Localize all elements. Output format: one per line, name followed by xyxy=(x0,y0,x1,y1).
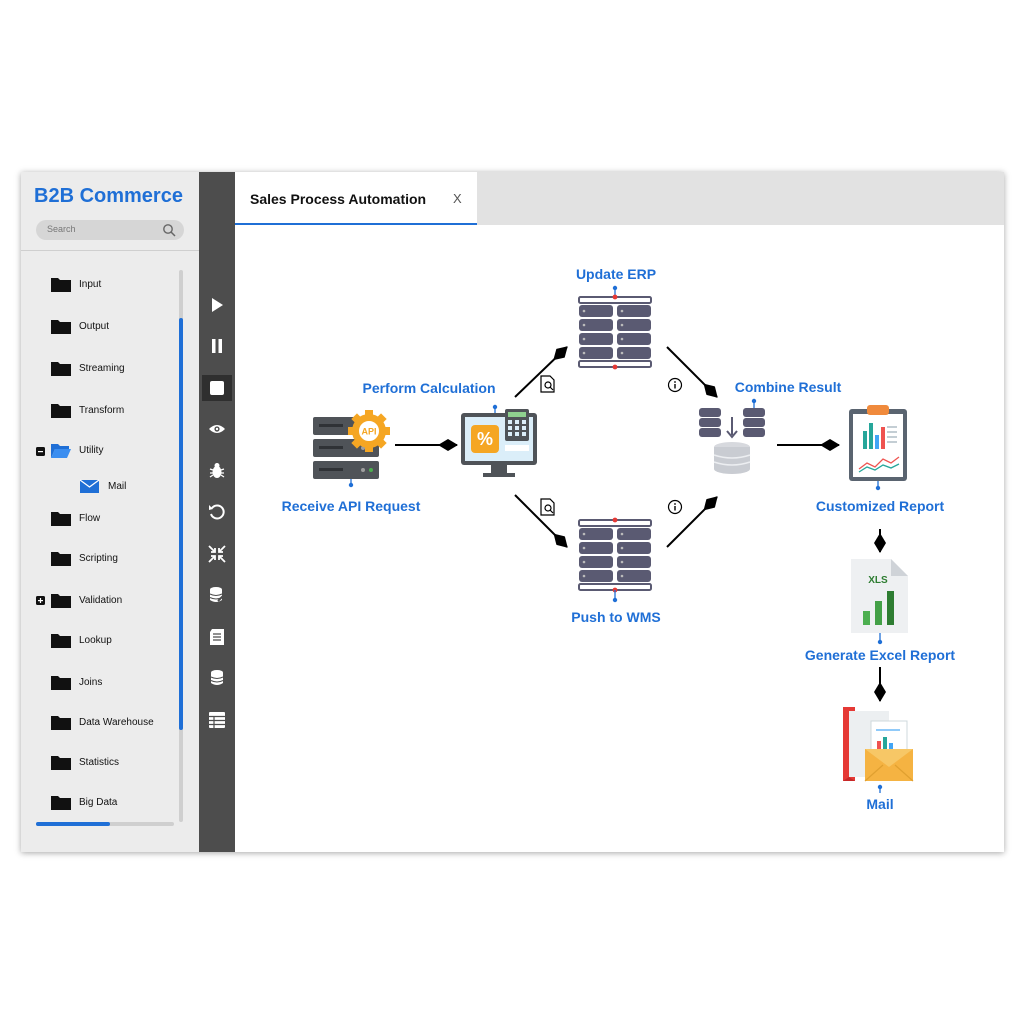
node-label-combine-result: Combine Result xyxy=(734,379,842,395)
node-label-generate-excel: Generate Excel Report xyxy=(804,647,956,663)
sidebar-item-label: Input xyxy=(79,279,102,290)
tab-bar: Sales Process Automation X xyxy=(235,172,1004,225)
search-placeholder: Search xyxy=(47,224,76,234)
table-icon xyxy=(209,712,225,728)
arrow-wms-to-combine xyxy=(666,496,718,548)
api-server-icon[interactable]: API xyxy=(313,410,390,488)
node-label-push-wms: Push to WMS xyxy=(571,609,661,625)
info-icon[interactable] xyxy=(667,377,683,393)
sidebar-divider xyxy=(21,250,199,251)
tab-title: Sales Process Automation xyxy=(250,191,427,207)
sidebar-item-label: Data Warehouse xyxy=(79,717,154,728)
collapse-button[interactable] xyxy=(202,541,232,567)
calculation-icon[interactable]: % xyxy=(461,404,537,477)
svg-text:%: % xyxy=(477,429,493,449)
refresh-icon xyxy=(209,504,225,520)
sidebar-item-label: Statistics xyxy=(79,757,120,768)
folder-icon xyxy=(51,404,71,418)
document-search-icon[interactable] xyxy=(540,375,555,393)
flow-arrows xyxy=(395,346,886,702)
sidebar-item-label: Mail xyxy=(108,481,127,492)
folder-icon xyxy=(51,594,71,608)
combine-database-icon[interactable] xyxy=(699,398,765,474)
toolbar xyxy=(199,172,235,852)
stop-icon xyxy=(210,381,224,395)
pause-button[interactable] xyxy=(202,333,232,359)
folder-icon xyxy=(51,716,71,730)
folder-icon xyxy=(51,320,71,334)
folder-icon xyxy=(51,676,71,690)
erp-database-icon[interactable] xyxy=(578,285,652,370)
mail-report-icon[interactable] xyxy=(843,707,914,793)
play-icon xyxy=(212,298,223,312)
folder-icon xyxy=(51,796,71,810)
node-label-update-erp: Update ERP xyxy=(575,266,657,282)
arrow-erp-to-combine xyxy=(666,346,718,398)
sidebar-item-label: Utility xyxy=(79,445,104,456)
sidebar: B2B Commerce Search Input Output Streami… xyxy=(21,172,199,852)
search-input[interactable]: Search xyxy=(36,220,184,240)
sidebar-item-label: Scripting xyxy=(79,553,118,564)
play-button[interactable] xyxy=(202,292,232,318)
folder-icon xyxy=(51,552,71,566)
folder-icon xyxy=(51,362,71,376)
database-edit-icon xyxy=(209,587,225,602)
eye-icon xyxy=(209,425,225,433)
node-label-perform-calculation: Perform Calculation xyxy=(362,380,496,396)
open-folder-icon xyxy=(51,444,71,458)
node-label-mail: Mail xyxy=(866,796,894,812)
app-title: B2B Commerce xyxy=(34,185,183,207)
expand-toggle-icon[interactable] xyxy=(36,596,45,605)
stop-button[interactable] xyxy=(202,375,232,401)
log-icon xyxy=(210,629,224,645)
sidebar-item-label: Output xyxy=(79,321,110,332)
api-badge: API xyxy=(361,427,376,437)
folder-icon xyxy=(51,512,71,526)
debug-button[interactable] xyxy=(202,457,232,483)
refresh-button[interactable] xyxy=(202,499,232,525)
sidebar-item-label: Big Data xyxy=(79,797,118,808)
database-button[interactable] xyxy=(202,665,232,691)
database-icon xyxy=(210,670,224,685)
pause-icon xyxy=(212,339,222,353)
collapse-icon xyxy=(208,545,226,563)
bug-icon xyxy=(209,462,225,478)
tab-close-button[interactable]: X xyxy=(453,191,462,206)
document-search-icon[interactable] xyxy=(540,498,555,516)
search-icon[interactable] xyxy=(162,223,176,237)
folder-icon xyxy=(51,278,71,292)
node-label-customized-report: Customized Report xyxy=(815,498,945,514)
info-icon[interactable] xyxy=(667,499,683,515)
sidebar-item-label: Transform xyxy=(79,405,125,416)
xls-badge: XLS xyxy=(868,575,888,586)
sidebar-item-label: Flow xyxy=(79,513,101,524)
excel-file-icon[interactable]: XLS xyxy=(851,559,908,645)
workflow-canvas: API % xyxy=(235,225,1004,852)
table-button[interactable] xyxy=(202,707,232,733)
node-label-receive-api: Receive API Request xyxy=(281,498,421,514)
wms-database-icon[interactable] xyxy=(578,517,652,603)
sidebar-item-label: Validation xyxy=(79,595,123,606)
workflow-diagram: API % xyxy=(313,285,914,793)
sidebar-item-label: Joins xyxy=(79,677,103,688)
app-window: B2B Commerce Search Input Output Streami… xyxy=(21,172,1004,852)
database-edit-button[interactable] xyxy=(202,582,232,608)
report-clipboard-icon[interactable] xyxy=(849,405,907,491)
folder-icon xyxy=(51,634,71,648)
mail-icon xyxy=(80,479,100,493)
vertical-scroll-thumb[interactable] xyxy=(179,318,183,730)
horizontal-scroll-thumb[interactable] xyxy=(36,822,110,826)
collapse-toggle-icon[interactable] xyxy=(36,447,45,456)
preview-button[interactable] xyxy=(202,416,232,442)
log-button[interactable] xyxy=(202,624,232,650)
folder-icon xyxy=(51,756,71,770)
sidebar-item-label: Streaming xyxy=(79,363,125,374)
arrow-calc-to-wms xyxy=(514,494,568,548)
sidebar-item-label: Lookup xyxy=(79,635,112,646)
arrow-calc-to-erp xyxy=(514,346,568,398)
tab-sales-process[interactable]: Sales Process Automation X xyxy=(235,172,477,225)
